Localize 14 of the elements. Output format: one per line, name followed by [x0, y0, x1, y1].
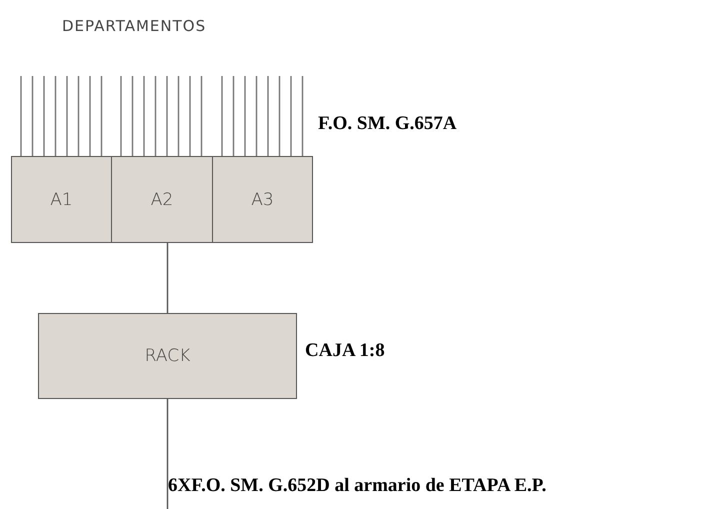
box-label: A2: [150, 190, 174, 210]
equipment-box: [111, 156, 213, 243]
equipment-box: [11, 156, 112, 243]
equipment-box: [38, 313, 297, 399]
cable-line: [166, 399, 168, 509]
box-label: A1: [50, 190, 73, 210]
box-caption: CAJA 1:8: [305, 340, 385, 362]
box-label: RACK: [144, 346, 190, 366]
box-label: A3: [251, 190, 274, 210]
cable-line: [166, 243, 168, 313]
section-title: DEPARTAMENTOS: [62, 17, 206, 35]
cable-note: 6XF.O. SM. G.652D al armario de ETAPA E.P.: [168, 475, 546, 497]
cable-note: F.O. SM. G.657A: [318, 113, 457, 135]
equipment-box: [212, 156, 313, 243]
